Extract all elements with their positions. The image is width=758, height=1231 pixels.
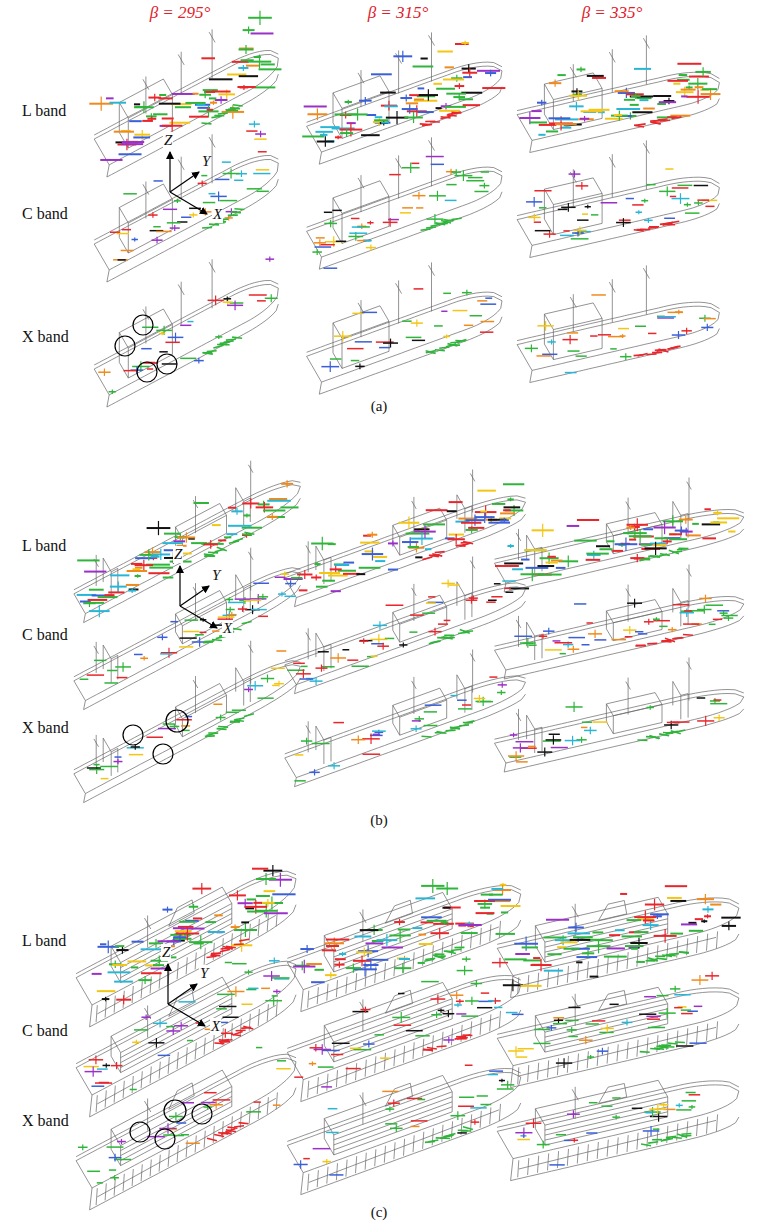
axis-label: Y xyxy=(211,567,221,584)
axis-label: Z xyxy=(173,546,183,563)
band-label: X band xyxy=(22,719,69,737)
axis-label: X xyxy=(212,206,223,223)
angle-header: β = 295° xyxy=(150,4,211,23)
band-label: C band xyxy=(22,626,68,644)
angle-header: β = 315° xyxy=(368,4,429,23)
panel-label: (b) xyxy=(370,812,388,829)
axis-label: Y xyxy=(201,153,211,170)
axis-label: Z xyxy=(163,132,173,149)
band-label: X band xyxy=(22,328,69,346)
band-label: L band xyxy=(22,102,66,120)
band-label: C band xyxy=(22,205,68,223)
band-label: L band xyxy=(22,932,66,950)
band-label: X band xyxy=(22,1112,69,1130)
panel-label: (a) xyxy=(371,398,388,415)
angle-header: β = 335° xyxy=(582,4,643,23)
band-label: L band xyxy=(22,537,66,555)
axis-label: Y xyxy=(199,965,209,982)
panel-label: (c) xyxy=(371,1204,388,1221)
band-label: C band xyxy=(22,1022,68,1040)
axis-label: X xyxy=(210,1018,221,1035)
axis-label: X xyxy=(222,620,233,637)
axis-label: Z xyxy=(161,944,171,961)
